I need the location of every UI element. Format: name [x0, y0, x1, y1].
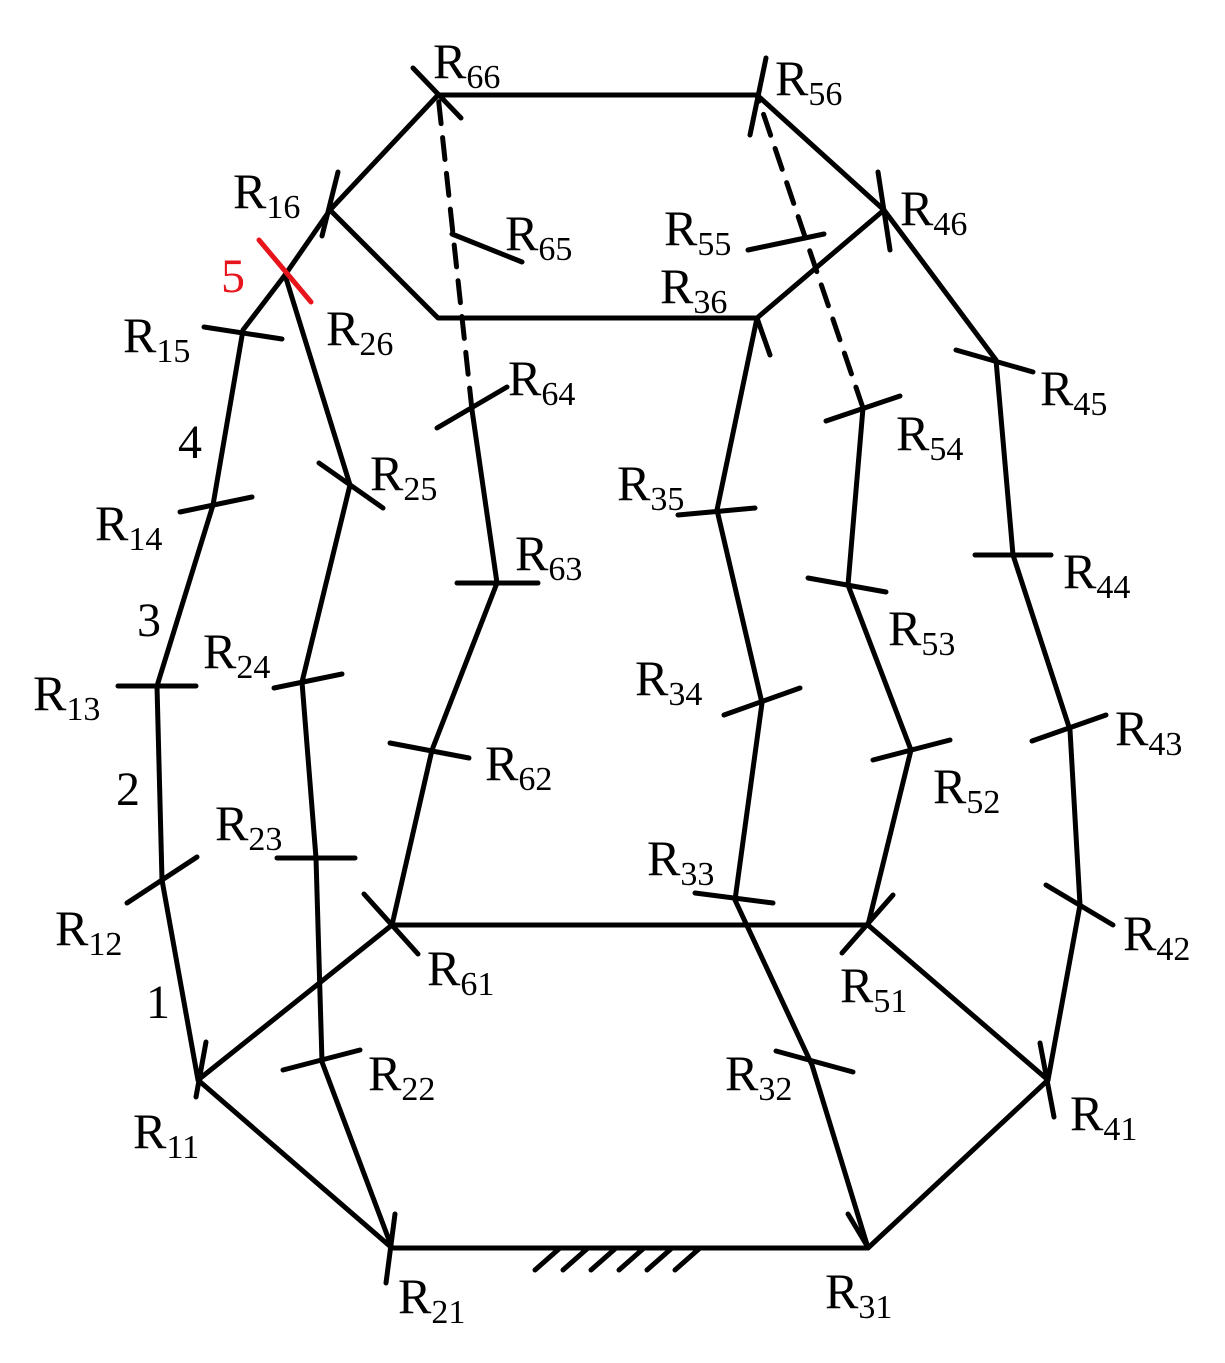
tick-R53	[805, 575, 889, 595]
moving-platform	[282, 92, 887, 321]
tick-R31	[845, 1211, 869, 1247]
label-R61: R61	[427, 940, 494, 1003]
tick-R54	[823, 393, 903, 424]
tick-R36	[754, 315, 773, 358]
tick-R42	[1043, 882, 1116, 928]
label-R31: R31	[825, 1263, 892, 1326]
label-R63: R63	[515, 525, 582, 588]
label-R24: R24	[203, 623, 270, 686]
label-R56: R56	[775, 50, 842, 113]
tick-R62	[387, 740, 472, 761]
tick-R32	[773, 1048, 856, 1075]
label-R45: R45	[1040, 360, 1107, 423]
tick-R61	[361, 891, 421, 957]
link-number-4: 4	[178, 416, 202, 469]
label-R43: R43	[1115, 700, 1182, 763]
tick-R14	[177, 494, 255, 515]
tick-R41	[1037, 1040, 1057, 1120]
label-R44: R44	[1063, 543, 1130, 606]
tick-R22	[280, 1047, 363, 1073]
tick-R35	[675, 505, 758, 518]
ground-hatch	[532, 1245, 703, 1273]
label-R51: R51	[840, 957, 907, 1020]
tick-R25	[316, 460, 386, 511]
link-number-1: 1	[146, 976, 170, 1029]
tick-R51	[839, 892, 896, 956]
label-R16: R16	[233, 163, 300, 226]
tick-R66	[410, 65, 464, 121]
label-R66: R66	[433, 33, 500, 96]
label-R21: R21	[398, 1268, 465, 1331]
tick-R45	[953, 347, 1036, 375]
base-platform	[195, 922, 1051, 1251]
tick-R16	[319, 169, 341, 239]
label-R52: R52	[933, 758, 1000, 821]
tick-R55	[745, 231, 827, 253]
tick-R64	[434, 384, 510, 431]
tick-R56	[747, 55, 769, 138]
label-R54: R54	[896, 405, 963, 468]
limb-6	[389, 407, 500, 928]
label-R32: R32	[725, 1045, 792, 1108]
tick-R33	[692, 890, 776, 906]
label-R25: R25	[370, 445, 437, 508]
label-R65: R65	[505, 205, 572, 268]
label-R55: R55	[664, 200, 731, 263]
limb-2	[282, 272, 395, 1251]
label-R42: R42	[1123, 905, 1190, 968]
link-numbers: 1 2 3 4 5	[116, 250, 245, 1029]
label-R23: R23	[215, 795, 282, 858]
link-number-3: 3	[137, 594, 161, 647]
label-R26: R26	[326, 300, 393, 363]
limb-4	[881, 207, 1083, 1083]
links	[154, 92, 1083, 1251]
label-R36: R36	[660, 258, 727, 321]
link-number-2: 2	[116, 763, 140, 816]
label-R33: R33	[647, 830, 714, 893]
label-R34: R34	[635, 650, 702, 713]
tick-R26-highlight	[256, 237, 314, 305]
tick-R65	[449, 231, 525, 265]
limb-5	[845, 405, 914, 928]
label-R15: R15	[123, 307, 190, 370]
tick-R11	[193, 1039, 209, 1100]
limb-6-hidden	[435, 92, 475, 413]
label-R14: R14	[95, 495, 162, 558]
label-R12: R12	[55, 900, 122, 963]
joint-ticks	[115, 55, 1116, 1286]
tick-R12	[124, 854, 200, 906]
limb-1	[154, 272, 288, 1083]
tick-R34	[721, 685, 803, 718]
label-R11: R11	[133, 1103, 199, 1166]
link-number-5: 5	[221, 250, 245, 303]
label-R22: R22	[368, 1045, 435, 1108]
tick-R21	[383, 1211, 398, 1286]
tick-R24	[271, 671, 345, 691]
label-R13: R13	[33, 665, 100, 728]
label-R64: R64	[508, 350, 575, 413]
joint-labels: R11 R12 R13 R14 R15 R16 R21 R22 R23 R24 …	[33, 33, 1190, 1331]
limb-3	[714, 315, 871, 1251]
limb-5-hidden	[754, 92, 866, 411]
tick-R46	[875, 169, 893, 253]
tick-R43	[1029, 712, 1109, 744]
label-R41: R41	[1070, 1085, 1137, 1148]
label-R62: R62	[485, 735, 552, 798]
tick-R52	[870, 737, 953, 763]
label-R53: R53	[888, 600, 955, 663]
label-R46: R46	[900, 180, 967, 243]
tick-R15	[201, 324, 285, 342]
label-R35: R35	[617, 455, 684, 518]
